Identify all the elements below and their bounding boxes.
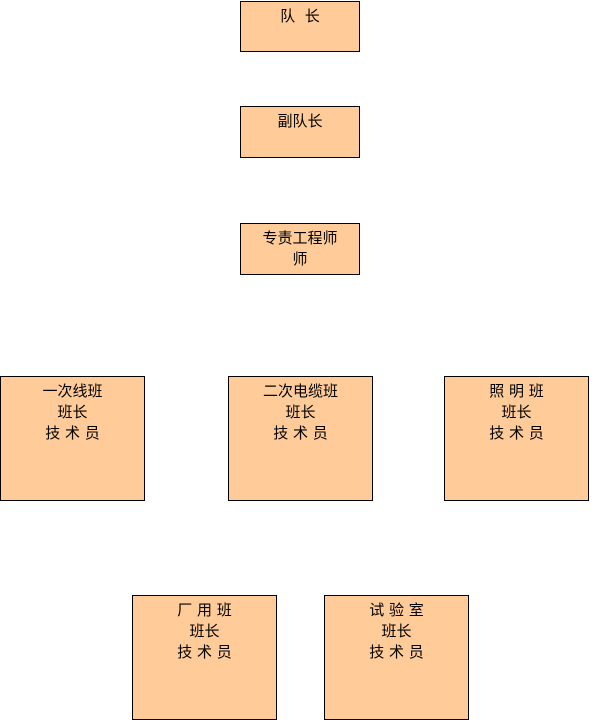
node-lighting-team: 照 明 班 班长 技 术 员 [444,376,589,501]
node-label: 班长 [189,622,220,640]
node-test-lab: 试 验 室 班长 技 术 员 [324,595,469,720]
node-label: 技 术 员 [369,643,424,661]
node-label: 班长 [381,622,412,640]
node-label: 技 术 员 [45,424,100,442]
node-primary-line-team: 一次线班 班长 技 术 员 [0,376,145,501]
node-label: 专责工程师 [262,229,338,247]
node-label: 班长 [57,403,88,421]
node-label: 技 术 员 [273,424,328,442]
node-deputy-leader: 副队长 [240,106,360,158]
node-label: 二次电缆班 [262,382,338,400]
node-label: 副队长 [277,112,323,130]
node-label: 师 [292,250,308,268]
node-plant-service-team: 厂 用 班 班长 技 术 员 [132,595,277,720]
node-label: 照 明 班 [489,382,544,400]
node-label: 厂 用 班 [177,601,232,619]
node-label: 技 术 员 [489,424,544,442]
node-label: 一次线班 [42,382,103,400]
node-secondary-cable-team: 二次电缆班 班长 技 术 员 [228,376,373,501]
node-label: 试 验 室 [369,601,424,619]
node-label: 队 长 [280,7,320,25]
node-chief-engineer: 专责工程师 师 [240,223,360,275]
node-label: 班长 [501,403,532,421]
node-label: 技 术 员 [177,643,232,661]
node-team-leader: 队 长 [240,1,360,52]
node-label: 班长 [285,403,316,421]
